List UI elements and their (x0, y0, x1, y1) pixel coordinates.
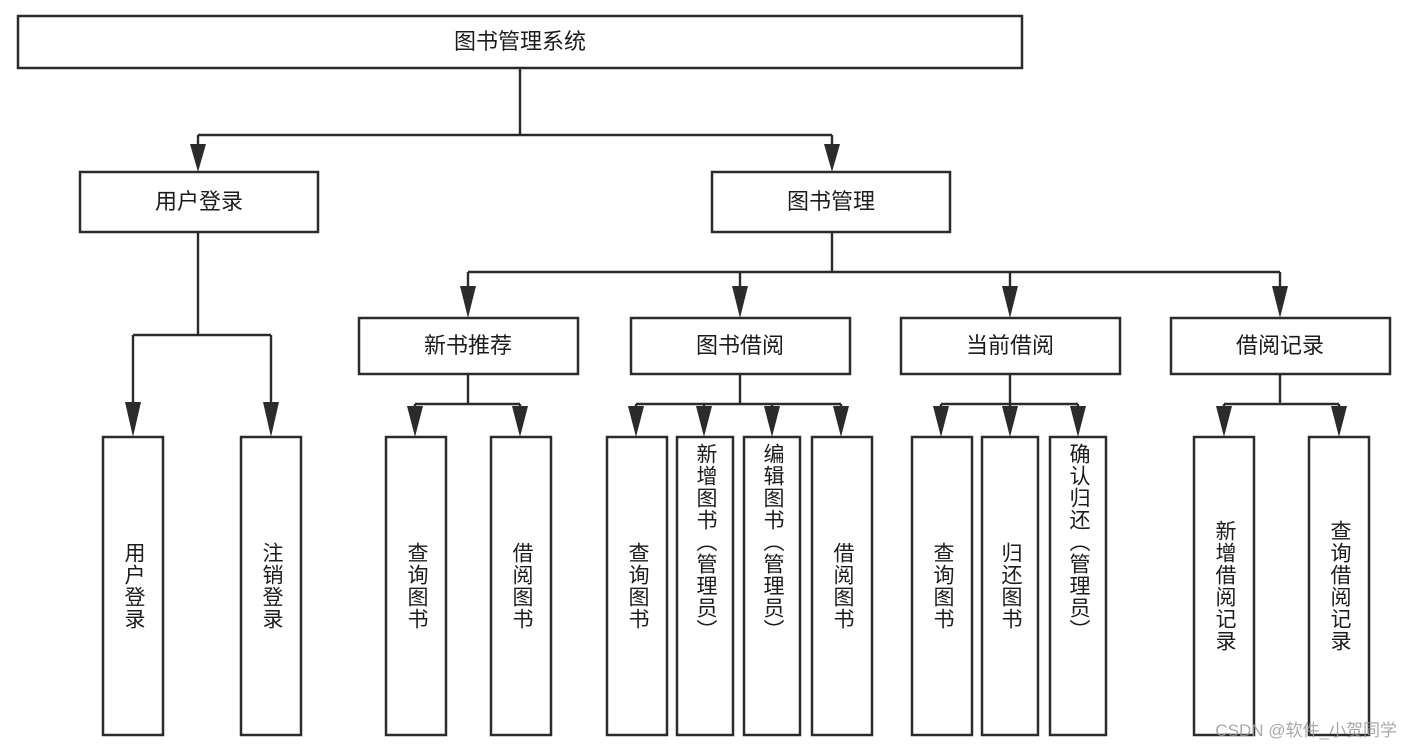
arrow-head-newbook-leaf1 (407, 406, 423, 437)
arrow-head-borrow-leaf1 (628, 406, 644, 437)
arrow-head-login-leaf2 (263, 402, 279, 437)
arrow-head-current-leaf2 (1002, 406, 1018, 437)
leaf-box-logout[interactable] (239, 435, 303, 737)
leaf-box-current-query[interactable] (910, 435, 974, 737)
node-borrow-record-box[interactable] (1169, 316, 1392, 376)
leaf-box-borrow-add[interactable] (675, 435, 735, 737)
arrow-head-current-leaf1 (933, 406, 949, 437)
arrow-head-current-leaf3 (1070, 406, 1086, 437)
node-new-book-label: 新书推荐 (424, 333, 512, 358)
leaf-box-borrow-query[interactable] (605, 435, 669, 737)
node-book-borrow-box[interactable] (629, 316, 852, 376)
leaf-box-borrow-lend[interactable] (810, 435, 874, 737)
arrow-head-login-leaf1 (125, 402, 141, 437)
leaf-box-current-confirm[interactable] (1048, 435, 1108, 737)
leaf-box-newbook-borrow[interactable] (489, 435, 553, 737)
node-book-manage-box[interactable] (710, 170, 952, 234)
arrow-head-books-l3-4 (1272, 286, 1288, 318)
arrow-head-root-to-login (190, 144, 206, 172)
node-root-label: 图书管理系统 (454, 29, 586, 54)
leaf-box-record-query[interactable] (1307, 435, 1371, 737)
node-current-borrow-box[interactable] (899, 316, 1122, 376)
arrow-head-books-l3-1 (460, 286, 476, 318)
arrow-head-record-leaf1 (1216, 406, 1232, 437)
arrow-head-books-l3-3 (1002, 286, 1018, 318)
arrow-head-record-leaf2 (1331, 406, 1347, 437)
node-book-manage-label: 图书管理 (787, 189, 875, 214)
arrow-head-newbook-leaf2 (512, 406, 528, 437)
node-root-box[interactable] (16, 14, 1024, 70)
node-new-book-box[interactable] (357, 316, 580, 376)
arrow-head-root-to-books (824, 144, 840, 172)
leaf-box-record-add[interactable] (1192, 435, 1256, 737)
node-book-borrow-label: 图书借阅 (696, 333, 784, 358)
leaf-box-user-login[interactable] (101, 435, 165, 737)
arrow-head-borrow-leaf3 (764, 406, 780, 437)
arrow-head-borrow-leaf2 (696, 406, 712, 437)
leaf-box-current-return[interactable] (980, 435, 1040, 737)
arrow-head-borrow-leaf4 (833, 406, 849, 437)
node-user-login-box[interactable] (78, 170, 320, 234)
arrow-head-books-l3-2 (732, 286, 748, 318)
node-user-login-label: 用户登录 (155, 189, 243, 214)
leaf-box-newbook-query[interactable] (384, 435, 448, 737)
leaf-box-borrow-edit[interactable] (742, 435, 802, 737)
node-borrow-record-label: 借阅记录 (1236, 333, 1324, 358)
node-current-borrow-label: 当前借阅 (966, 333, 1054, 358)
